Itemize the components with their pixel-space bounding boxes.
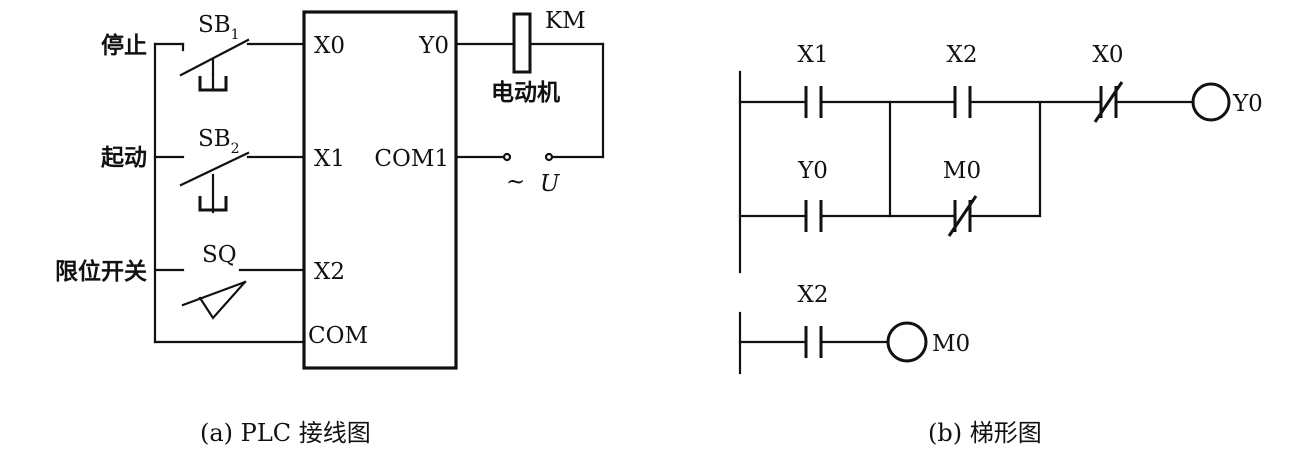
contact-x1-label: X1 xyxy=(797,42,828,68)
output-circuit: KM 电动机 ~ U xyxy=(454,8,605,197)
start-button-sb2-label: SB2 xyxy=(198,126,240,157)
contact-m0-label: M0 xyxy=(943,158,981,184)
caption-b: (b) 梯形图 xyxy=(928,419,1042,447)
coil-y0-label: Y0 xyxy=(1232,91,1263,117)
plc-wiring-diagram: 停止 起动 限位开关 SB1 SB2 xyxy=(55,8,605,447)
contact-x2-rung2: X2 xyxy=(797,282,829,358)
input-label-limit-switch: 限位开关 xyxy=(55,258,147,285)
terminal-x1: X1 xyxy=(314,146,345,172)
coil-label-km: KM xyxy=(545,8,586,34)
contact-x2-label: X2 xyxy=(946,42,977,68)
contact-m0-nc: M0 xyxy=(943,158,981,237)
start-button-sb2: SB2 xyxy=(153,126,306,214)
terminal-com: COM xyxy=(308,323,368,349)
terminal-y0: Y0 xyxy=(418,33,449,59)
km-coil xyxy=(512,12,532,74)
supply-terminal-right xyxy=(544,152,554,162)
terminal-x2: X2 xyxy=(314,259,345,285)
supply-symbol: ~ xyxy=(506,169,525,195)
input-label-start: 起动 xyxy=(101,145,147,171)
input-label-stop: 停止 xyxy=(101,32,147,59)
ladder-diagram: X1 X2 X0 Y0 xyxy=(738,42,1263,447)
contact-y0-label: Y0 xyxy=(797,158,828,184)
stop-button-sb1-label: SB1 xyxy=(198,12,240,43)
coil-m0 xyxy=(886,321,928,363)
contact-x0-label: X0 xyxy=(1092,42,1123,68)
terminal-com1: COM1 xyxy=(374,146,449,172)
contact-x2: X2 xyxy=(946,42,978,118)
coil-y0 xyxy=(1191,82,1231,122)
contact-x1: X1 xyxy=(797,42,829,118)
contact-x2-rung2-label: X2 xyxy=(797,282,828,308)
supply-voltage: U xyxy=(540,171,561,197)
coil-m0-label: M0 xyxy=(932,331,970,357)
supply-terminal-left xyxy=(502,152,512,162)
limit-switch-sq: SQ xyxy=(153,242,306,320)
ladder-rung-2: X2 M0 xyxy=(738,282,970,363)
caption-a: (a) PLC 接线图 xyxy=(200,419,371,447)
stop-button-sb1: SB1 xyxy=(153,12,306,92)
plc-box xyxy=(302,10,458,370)
terminal-x0: X0 xyxy=(314,33,345,59)
limit-switch-sq-label: SQ xyxy=(202,242,237,268)
ladder-rung-1: X1 X2 X0 Y0 xyxy=(738,42,1263,237)
contact-x0-nc: X0 xyxy=(1092,42,1124,123)
contact-y0-branch: Y0 xyxy=(797,158,828,232)
motor-label: 电动机 xyxy=(491,80,560,106)
